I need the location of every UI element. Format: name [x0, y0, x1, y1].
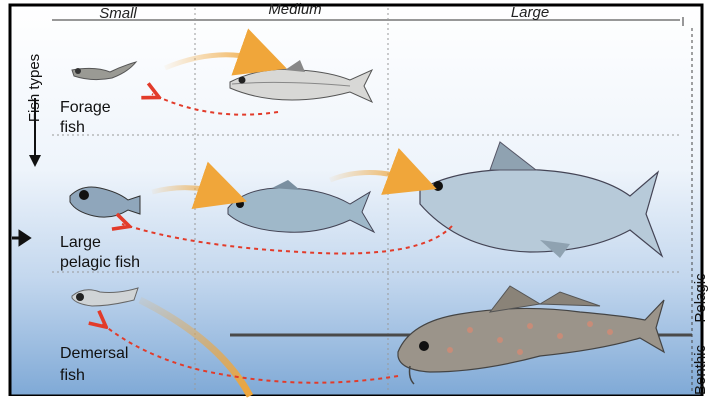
demersal-label-1: Demersal	[60, 345, 128, 362]
column-medium: Medium	[268, 1, 321, 18]
pelagic-label-1: Large	[60, 234, 101, 251]
forage-label-1: Forage	[60, 99, 111, 116]
forage-label-2: fish	[60, 119, 85, 136]
pelagic-label-2: pelagic fish	[60, 254, 140, 271]
column-small: Small	[99, 5, 137, 22]
zone-pelagic: Pelagic	[692, 273, 709, 323]
column-large: Large	[511, 4, 549, 21]
zone-benthic: Benthic	[692, 344, 709, 395]
demersal-label-2: fish	[60, 367, 85, 384]
